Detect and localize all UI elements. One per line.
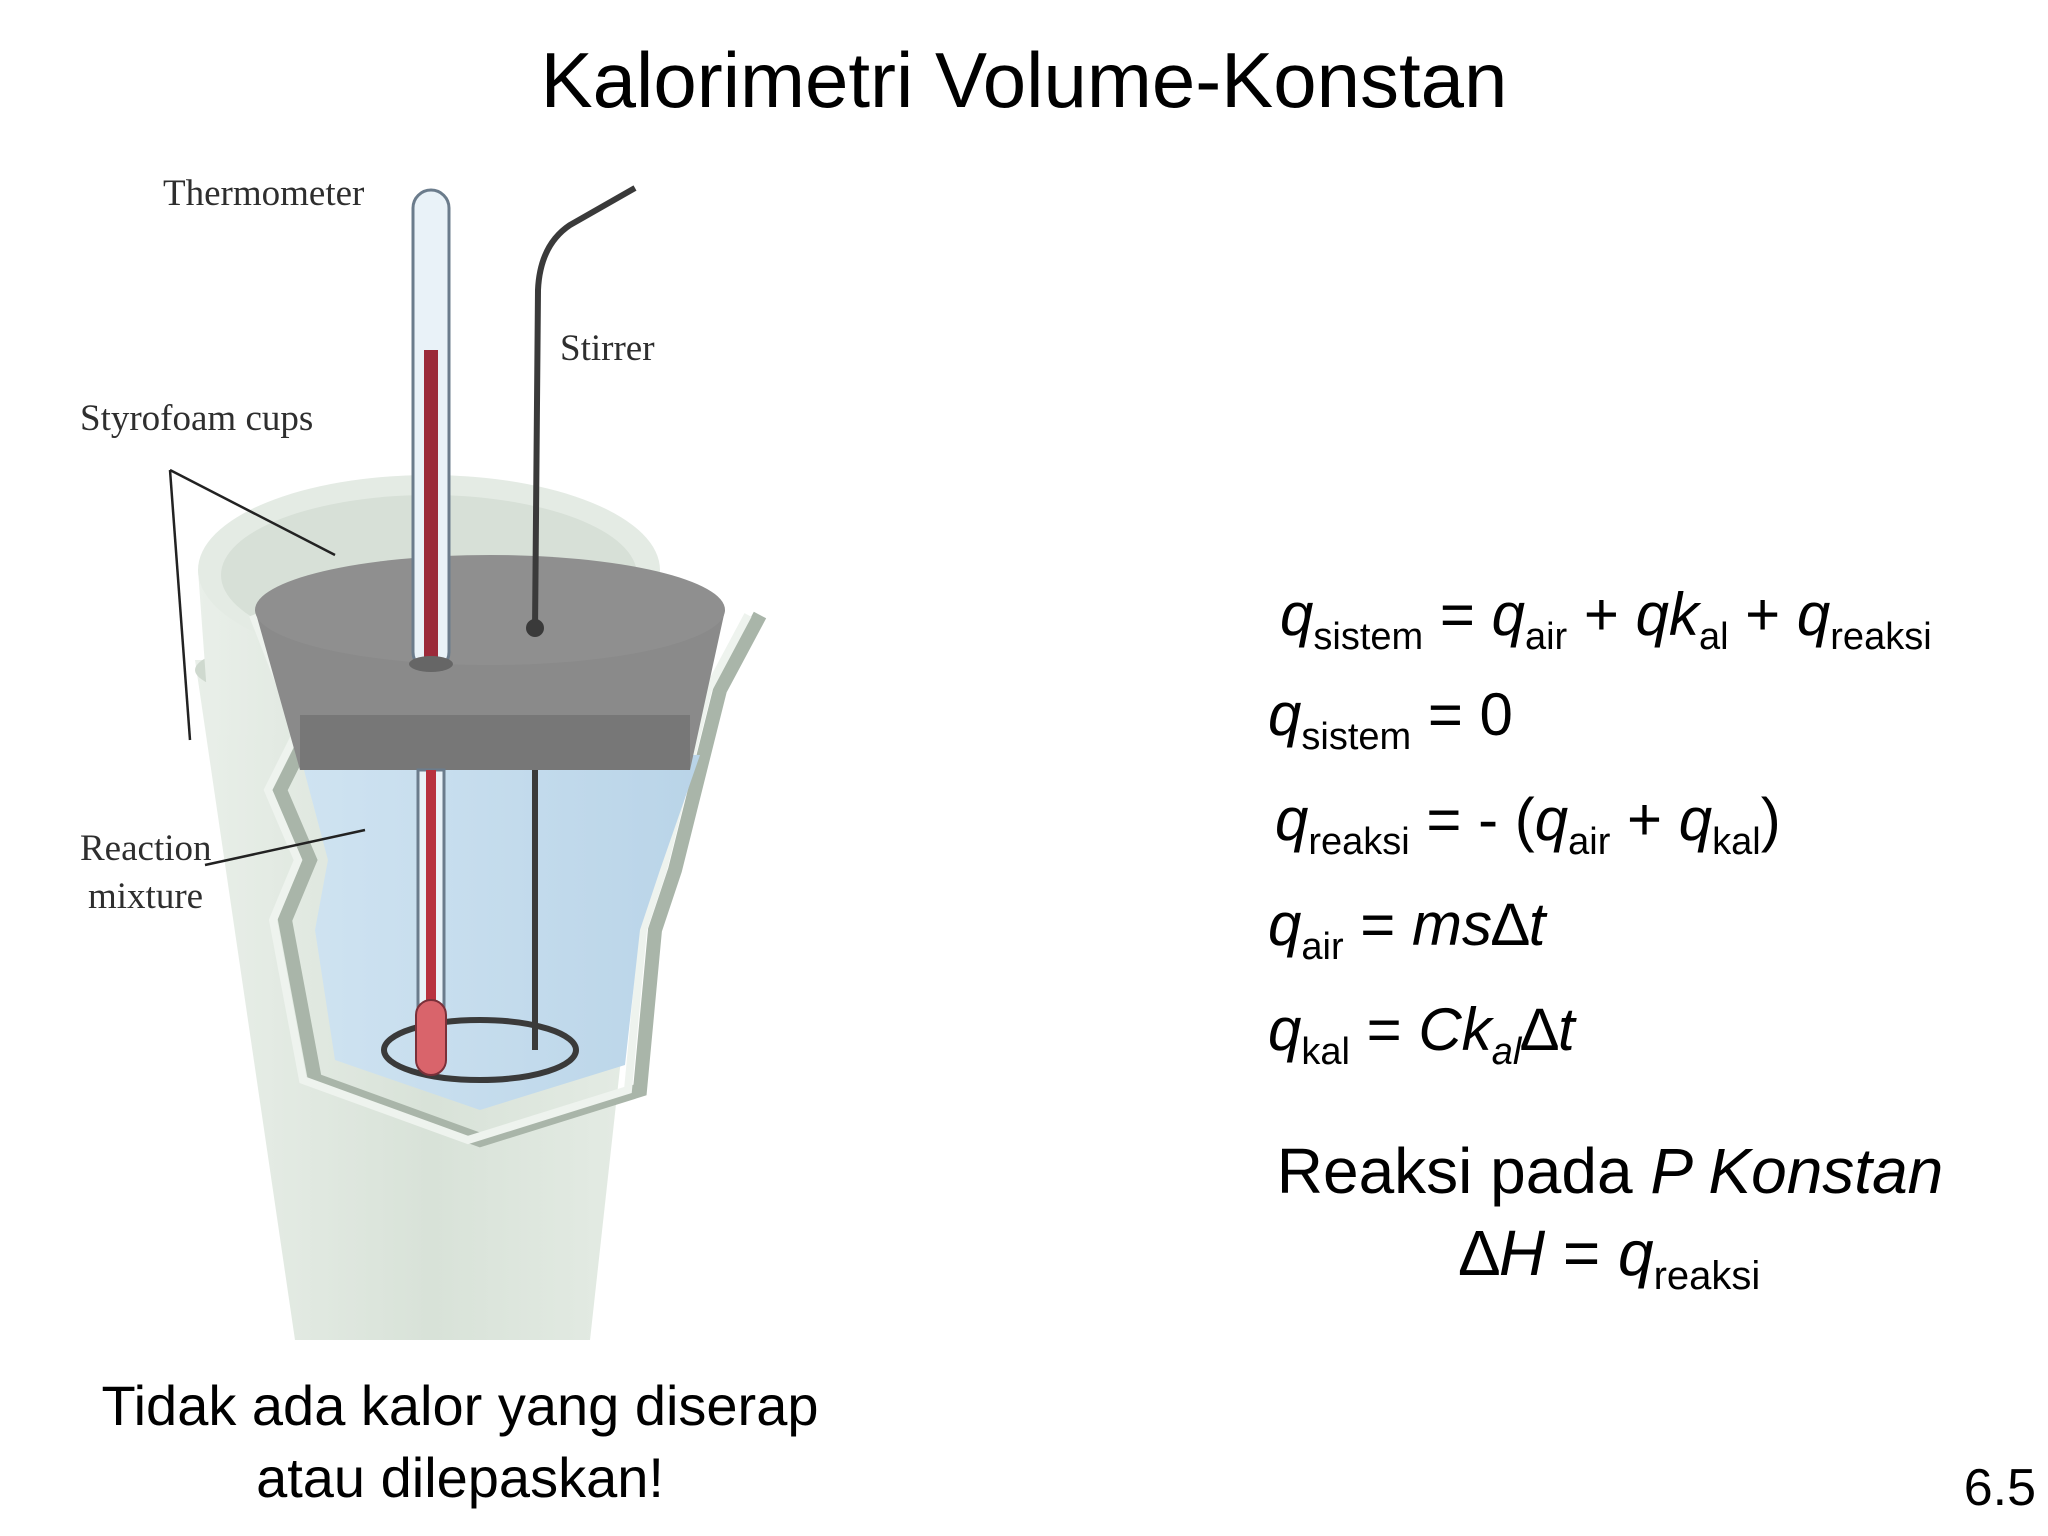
equation-5: qkal = Ckal∆t bbox=[1268, 996, 1575, 1073]
label-stirrer: Stirrer bbox=[560, 328, 655, 369]
leader-lines bbox=[168, 468, 366, 867]
cutaway-wall bbox=[258, 611, 767, 1148]
label-reaction-line2: mixture bbox=[88, 876, 203, 917]
label-thermometer: Thermometer bbox=[163, 173, 364, 214]
thermometer bbox=[409, 188, 453, 1076]
equation-1: qsistem = qair + qkal + qreaksi bbox=[1280, 581, 1932, 658]
label-styrofoam-cups: Styrofoam cups bbox=[80, 398, 313, 439]
reaction-liquid bbox=[300, 755, 700, 1110]
constant-pressure-heading: Reaksi pada P Konstan bbox=[1276, 1135, 1944, 1207]
caption-line-2: atau dilepaskan! bbox=[256, 1446, 664, 1509]
caption-line-1: Tidak ada kalor yang diserap bbox=[101, 1374, 819, 1437]
equation-2: qsistem = 0 bbox=[1268, 681, 1513, 758]
label-reaction-line1: Reaction bbox=[80, 828, 212, 869]
equation-4: qair = ms∆t bbox=[1268, 891, 1546, 968]
slide-number: 6.5 bbox=[1963, 1459, 2036, 1517]
lid bbox=[255, 555, 725, 770]
slide-title: Kalorimetri Volume-Konstan bbox=[540, 36, 1508, 124]
constant-pressure-note: Reaksi pada P Konstan ∆H = qreaksi bbox=[1240, 1130, 1980, 1298]
calorimeter-diagram: Thermometer Stirrer Styrofoam cups React… bbox=[80, 173, 767, 1340]
equation-3: qreaksi = - (qair + qkal) bbox=[1275, 786, 1781, 863]
enthalpy-equation: ∆H = qreaksi bbox=[1459, 1217, 1761, 1298]
caption: Tidak ada kalor yang diserap atau dilepa… bbox=[60, 1370, 860, 1514]
stirrer bbox=[381, 185, 637, 1083]
